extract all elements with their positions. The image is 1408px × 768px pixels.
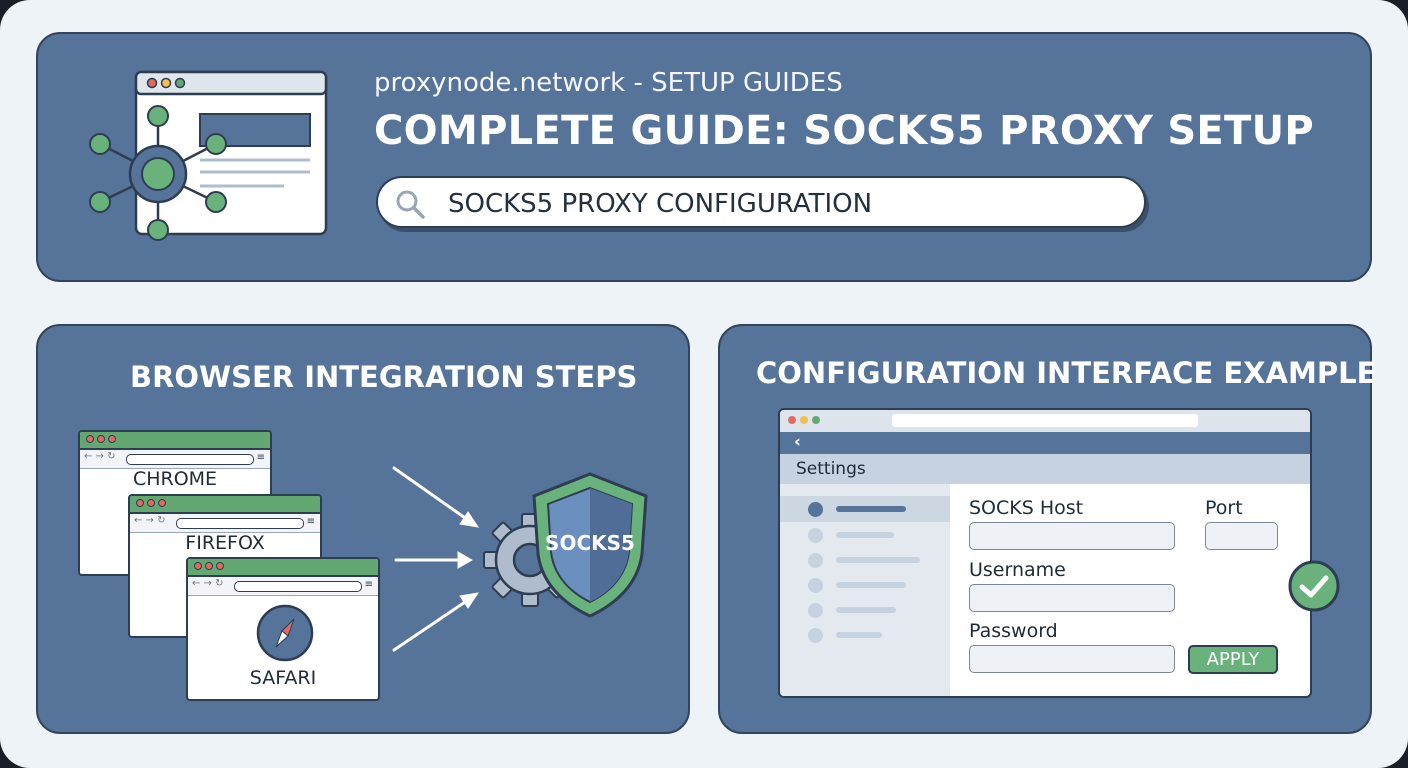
sidebar-item-label[interactable] <box>836 582 906 588</box>
nav-bar: ‹ <box>780 432 1310 454</box>
close-dot[interactable] <box>788 416 796 424</box>
sidebar-item-label <box>836 506 906 512</box>
minimize-dot[interactable] <box>800 416 808 424</box>
browser-section-title: BROWSER INTEGRATION STEPS <box>130 360 638 394</box>
settings-header: Settings <box>780 454 1310 484</box>
arrow-icon <box>392 598 470 652</box>
maximize-dot[interactable] <box>812 416 820 424</box>
apply-button[interactable]: APPLY <box>1188 645 1278 674</box>
port-field[interactable] <box>1205 522 1278 550</box>
sidebar-item-icon <box>808 502 823 517</box>
socks-host-field[interactable] <box>969 522 1175 550</box>
config-section-title: CONFIGURATION INTERFACE EXAMPLE <box>756 356 1377 390</box>
window-titlebar <box>130 496 320 514</box>
browser-label-safari: SAFARI <box>249 667 317 689</box>
browser-label-chrome: CHROME <box>132 468 218 490</box>
nav-arrows-icon: ← → ↻ <box>192 578 224 589</box>
sidebar-item-label[interactable] <box>836 632 882 638</box>
maximize-dot <box>158 499 166 507</box>
back-icon[interactable]: ‹ <box>794 432 802 452</box>
settings-title: Settings <box>796 459 866 479</box>
window-titlebar <box>780 410 1310 433</box>
sidebar-item-icon[interactable] <box>808 603 823 618</box>
maximize-dot <box>108 435 116 443</box>
sidebar-item-icon[interactable] <box>808 628 823 643</box>
menu-icon: ≡ <box>364 579 373 590</box>
username-field[interactable] <box>969 584 1175 612</box>
shield-icon: SOCKS5 <box>532 472 648 618</box>
browser-toolbar: ← → ↻ ≡ <box>80 450 270 469</box>
network-browser-icon <box>89 70 328 241</box>
shield-label: SOCKS5 <box>545 531 635 555</box>
menu-icon: ≡ <box>256 452 265 463</box>
close-dot <box>86 435 94 443</box>
window-titlebar <box>188 559 378 577</box>
nav-arrows-icon: ← → ↻ <box>84 451 116 462</box>
url-bar <box>234 581 362 592</box>
close-dot <box>136 499 144 507</box>
settings-window: ‹ Settings <box>778 408 1312 698</box>
socks-host-label: SOCKS Host <box>969 497 1084 519</box>
browser-toolbar: ← → ↻ ≡ <box>130 514 320 533</box>
compass-icon <box>256 604 314 662</box>
sidebar-item-label[interactable] <box>836 532 894 538</box>
minimize-dot <box>147 499 155 507</box>
sidebar-item-icon[interactable] <box>808 528 823 543</box>
arrows-group <box>392 466 480 652</box>
url-bar <box>176 518 304 529</box>
site-subtitle: proxynode.network - SETUP GUIDES <box>374 68 843 98</box>
password-label: Password <box>969 620 1058 642</box>
browser-label-firefox: FIREFOX <box>185 532 265 554</box>
sidebar-item-label[interactable] <box>836 557 920 563</box>
page-title: COMPLETE GUIDE: SOCKS5 PROXY SETUP <box>374 108 1315 154</box>
sidebar-item-icon[interactable] <box>808 578 823 593</box>
settings-sidebar <box>780 484 950 696</box>
minimize-dot <box>97 435 105 443</box>
sidebar-item-label[interactable] <box>836 607 896 613</box>
menu-icon: ≡ <box>306 516 315 527</box>
url-bar <box>126 454 254 465</box>
port-label: Port <box>1205 497 1243 519</box>
nav-arrows-icon: ← → ↻ <box>134 515 166 526</box>
browser-toolbar: ← → ↻ ≡ <box>188 577 378 596</box>
safari-browser-window: ← → ↻ ≡ SAFARI <box>186 557 380 701</box>
arrow-icon <box>392 466 470 522</box>
close-dot <box>194 562 202 570</box>
password-field[interactable] <box>969 645 1175 673</box>
search-input[interactable]: SOCKS5 PROXY CONFIGURATION <box>448 189 873 219</box>
maximize-dot <box>216 562 224 570</box>
sidebar-item-icon[interactable] <box>808 553 823 568</box>
search-icon <box>396 190 425 219</box>
username-label: Username <box>969 559 1066 581</box>
checkmark-icon <box>1288 560 1340 612</box>
minimize-dot <box>205 562 213 570</box>
address-bar[interactable] <box>892 414 1198 427</box>
search-bar[interactable]: SOCKS5 PROXY CONFIGURATION <box>376 176 1146 228</box>
window-titlebar <box>80 432 270 450</box>
